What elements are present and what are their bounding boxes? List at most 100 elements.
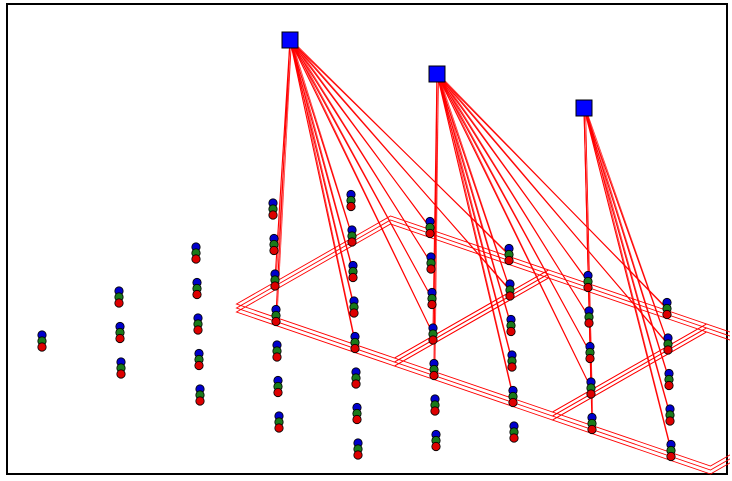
red-dot xyxy=(506,326,516,337)
stacked-dots-icon xyxy=(584,306,594,328)
stacked-dots-icon xyxy=(351,367,361,389)
red-dot xyxy=(274,423,284,433)
hub-edge xyxy=(583,107,672,451)
red-dot xyxy=(505,291,515,301)
red-dot xyxy=(192,289,202,300)
hub-square-icon xyxy=(428,65,446,83)
red-dot xyxy=(115,333,125,344)
red-dot xyxy=(193,325,203,335)
hub-edge xyxy=(583,107,671,416)
stacked-dots-icon xyxy=(428,323,438,345)
red-dot xyxy=(114,298,124,308)
stacked-dots-icon xyxy=(274,411,284,433)
network-diagram xyxy=(37,31,730,475)
red-dot xyxy=(353,450,363,460)
stacked-dots-icon xyxy=(431,429,441,452)
red-dot xyxy=(507,362,517,372)
stacked-dots-icon xyxy=(191,242,201,264)
stacked-dots-icon xyxy=(192,277,202,300)
red-dot xyxy=(351,379,361,389)
red-dot xyxy=(347,237,357,247)
hub-3-edges xyxy=(551,107,730,475)
stacked-dots-icon xyxy=(425,216,435,239)
stacked-dots-icon xyxy=(348,260,358,283)
red-dot xyxy=(504,255,514,266)
stacked-dots-icon xyxy=(585,341,595,364)
hub-edge xyxy=(438,73,670,347)
red-dot xyxy=(587,424,597,435)
footprint-outline xyxy=(551,323,730,467)
stacked-dots-icon xyxy=(37,330,47,352)
stacked-dots-icon xyxy=(194,348,204,371)
stacked-dots-icon xyxy=(586,377,596,399)
stacked-dots-icon xyxy=(349,296,359,318)
node-layer xyxy=(37,189,676,462)
stacked-dots-icon xyxy=(662,297,672,320)
red-dot xyxy=(425,228,435,239)
hub-edge xyxy=(583,107,592,389)
red-dot xyxy=(665,416,675,426)
red-dot xyxy=(348,272,358,283)
stacked-dots-icon xyxy=(427,287,437,310)
stacked-dots-icon xyxy=(352,402,362,425)
stacked-dots-icon xyxy=(509,421,519,443)
red-dot xyxy=(191,254,201,264)
red-dot xyxy=(508,397,518,408)
hub-edge xyxy=(289,39,353,237)
stacked-dots-icon xyxy=(270,269,280,291)
hub-edge xyxy=(585,107,670,347)
diagram-frame xyxy=(6,3,730,475)
hub-edge xyxy=(583,107,670,380)
red-dot xyxy=(666,451,676,462)
hub-edge xyxy=(291,39,435,337)
hub-edge xyxy=(275,39,292,283)
red-dot xyxy=(430,406,440,416)
hub-edge xyxy=(438,73,593,391)
red-dot xyxy=(431,441,441,452)
red-dot xyxy=(427,299,437,310)
hub-edge xyxy=(291,39,434,301)
hub-edge xyxy=(276,39,292,318)
stacked-dots-icon xyxy=(665,404,675,426)
hub-edge xyxy=(291,39,354,239)
red-dot xyxy=(268,210,278,220)
red-dot xyxy=(271,316,281,327)
stacked-dots-icon xyxy=(664,368,674,391)
red-dot xyxy=(429,370,439,381)
hub-edge xyxy=(289,39,354,272)
stacked-dots-icon xyxy=(272,340,282,362)
red-dot xyxy=(37,342,47,352)
red-dot xyxy=(664,380,674,391)
red-dot xyxy=(352,414,362,425)
stacked-dots-icon xyxy=(193,313,203,335)
hub-edge xyxy=(436,73,511,291)
red-dot xyxy=(116,369,126,379)
red-dot xyxy=(663,345,673,355)
stacked-dots-icon xyxy=(506,314,516,337)
red-dot xyxy=(583,282,593,293)
footprint-outline xyxy=(551,327,730,471)
stacked-dots-icon xyxy=(347,225,357,247)
stacked-dots-icon xyxy=(195,384,205,406)
hub-edge xyxy=(438,73,590,284)
stacked-dots-icon xyxy=(666,439,676,462)
stacked-dots-icon xyxy=(426,252,436,274)
stacked-dots-icon xyxy=(430,394,440,416)
red-dot xyxy=(269,245,279,256)
stacked-dots-icon xyxy=(353,438,363,460)
stacked-dots-icon xyxy=(507,350,517,372)
red-dot xyxy=(349,308,359,318)
stacked-dots-icon xyxy=(350,331,360,354)
hub-edge xyxy=(585,107,671,382)
footprint-outline xyxy=(235,215,550,359)
hub-layer xyxy=(281,31,593,117)
red-dot xyxy=(273,387,283,398)
hub-edge xyxy=(436,73,512,326)
hub-edge xyxy=(436,73,513,362)
stacked-dots-icon xyxy=(116,357,126,379)
hub-edge xyxy=(583,107,669,345)
stacked-dots-icon xyxy=(273,375,283,398)
hub-edge xyxy=(289,39,355,308)
stacked-dots-icon xyxy=(505,279,515,301)
red-dot xyxy=(586,389,596,399)
